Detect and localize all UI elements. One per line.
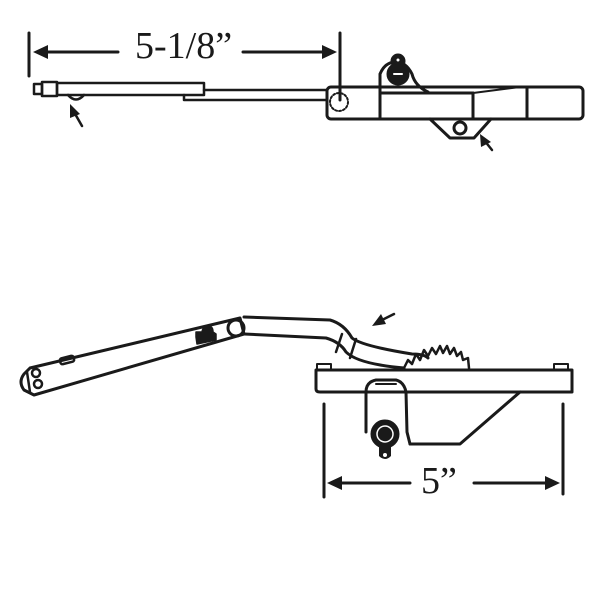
arrow-pointer-icon xyxy=(70,104,84,128)
side-view-link xyxy=(242,315,471,370)
bottom-dimension-label: 5” xyxy=(417,462,461,500)
arrowhead-left-icon xyxy=(327,476,342,490)
top-dimension xyxy=(27,31,342,102)
arrowhead-left-icon xyxy=(33,45,48,59)
top-view-arm xyxy=(32,80,329,102)
arrow-pointer-icon xyxy=(480,134,494,152)
arrowhead-right-icon xyxy=(322,45,337,59)
arrow-pointer-icon xyxy=(372,312,396,326)
arrowhead-right-icon xyxy=(545,476,560,490)
side-callout-arrow xyxy=(372,312,396,326)
side-view-base xyxy=(314,363,574,459)
top-dimension-label: 5-1/8” xyxy=(131,27,237,65)
top-view-base xyxy=(325,53,585,140)
side-view-arm xyxy=(19,316,246,397)
bottom-dimension xyxy=(322,402,565,499)
top-callout-arrows xyxy=(70,104,494,152)
